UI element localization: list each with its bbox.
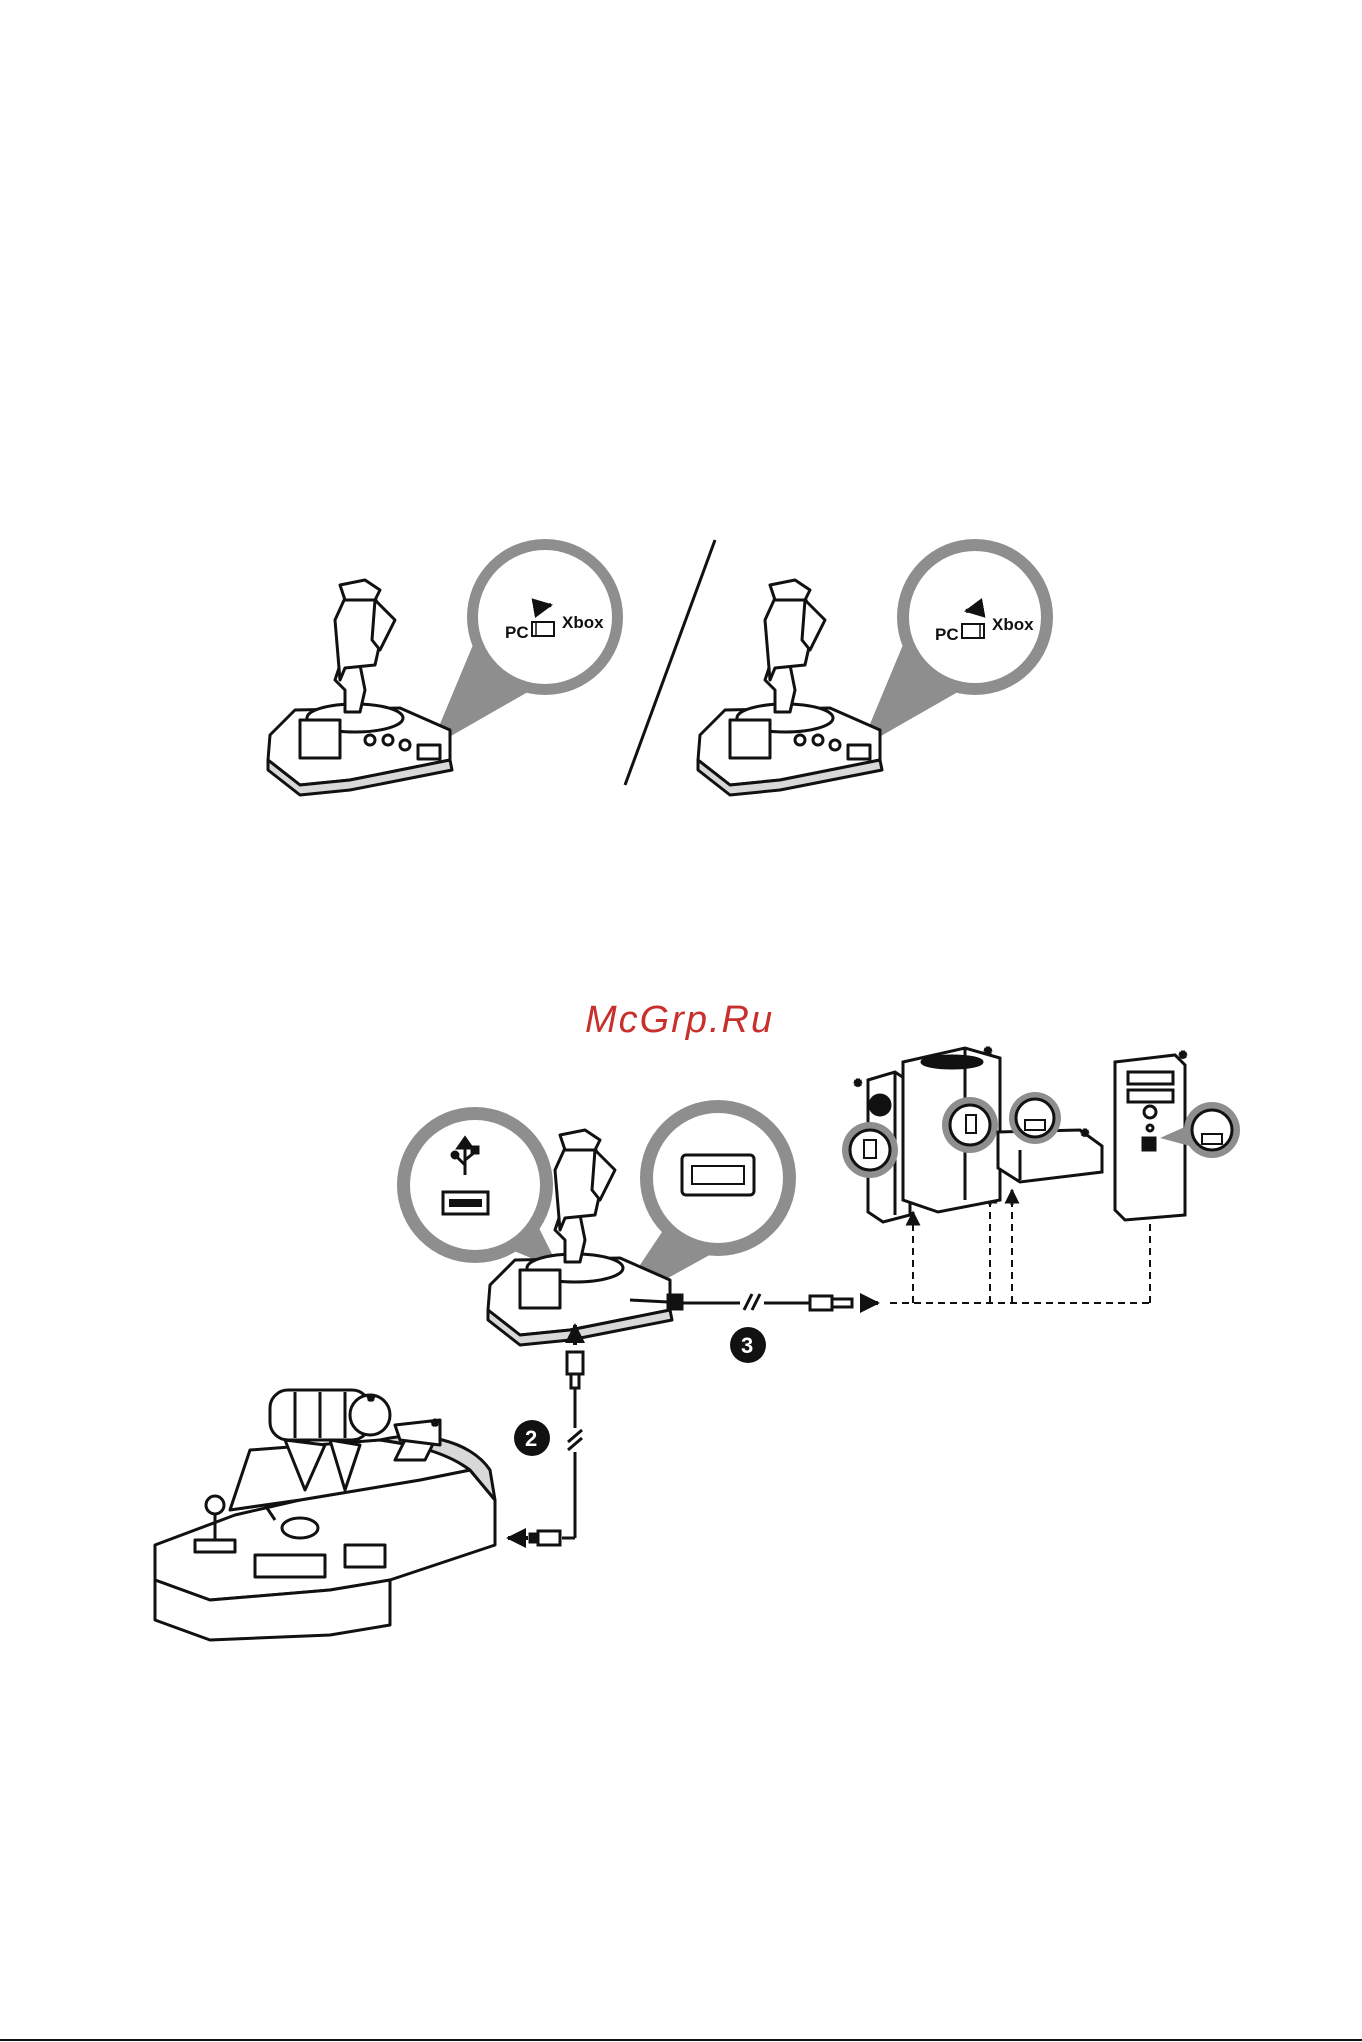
joystick-illustration (268, 580, 452, 795)
throttle-quadrant-illustration: * * (155, 1390, 495, 1640)
svg-text:*: * (1082, 1127, 1088, 1144)
switch-diagram-pc: PC Xbox (268, 539, 623, 795)
joystick-illustration (698, 580, 882, 795)
console-xbox-one: * (998, 1092, 1102, 1182)
watermark: McGrp.Ru (585, 999, 774, 1041)
usb-port-zoom (397, 1107, 560, 1270)
svg-text:*: * (1180, 1049, 1186, 1066)
pc-tower: * (1115, 1049, 1240, 1220)
svg-text:2: 2 (525, 1426, 537, 1451)
svg-text:Xbox: Xbox (562, 613, 604, 632)
cable-step-3 (630, 1294, 878, 1310)
svg-text:PC: PC (935, 625, 959, 644)
console-xbox-series-s: * (842, 1072, 910, 1222)
step-3-badge: 3 (730, 1327, 766, 1363)
switch-diagram-xbox: PC Xbox (698, 539, 1053, 795)
console-xbox-series-x: * (903, 1045, 1000, 1212)
svg-text:*: * (368, 1392, 374, 1409)
svg-text:PC: PC (505, 623, 529, 642)
svg-text:3: 3 (741, 1333, 753, 1358)
step-2-badge: 2 (514, 1420, 550, 1456)
svg-text:*: * (855, 1077, 861, 1094)
svg-text:*: * (432, 1417, 438, 1434)
svg-text:*: * (985, 1045, 991, 1062)
svg-text:Xbox: Xbox (992, 615, 1034, 634)
